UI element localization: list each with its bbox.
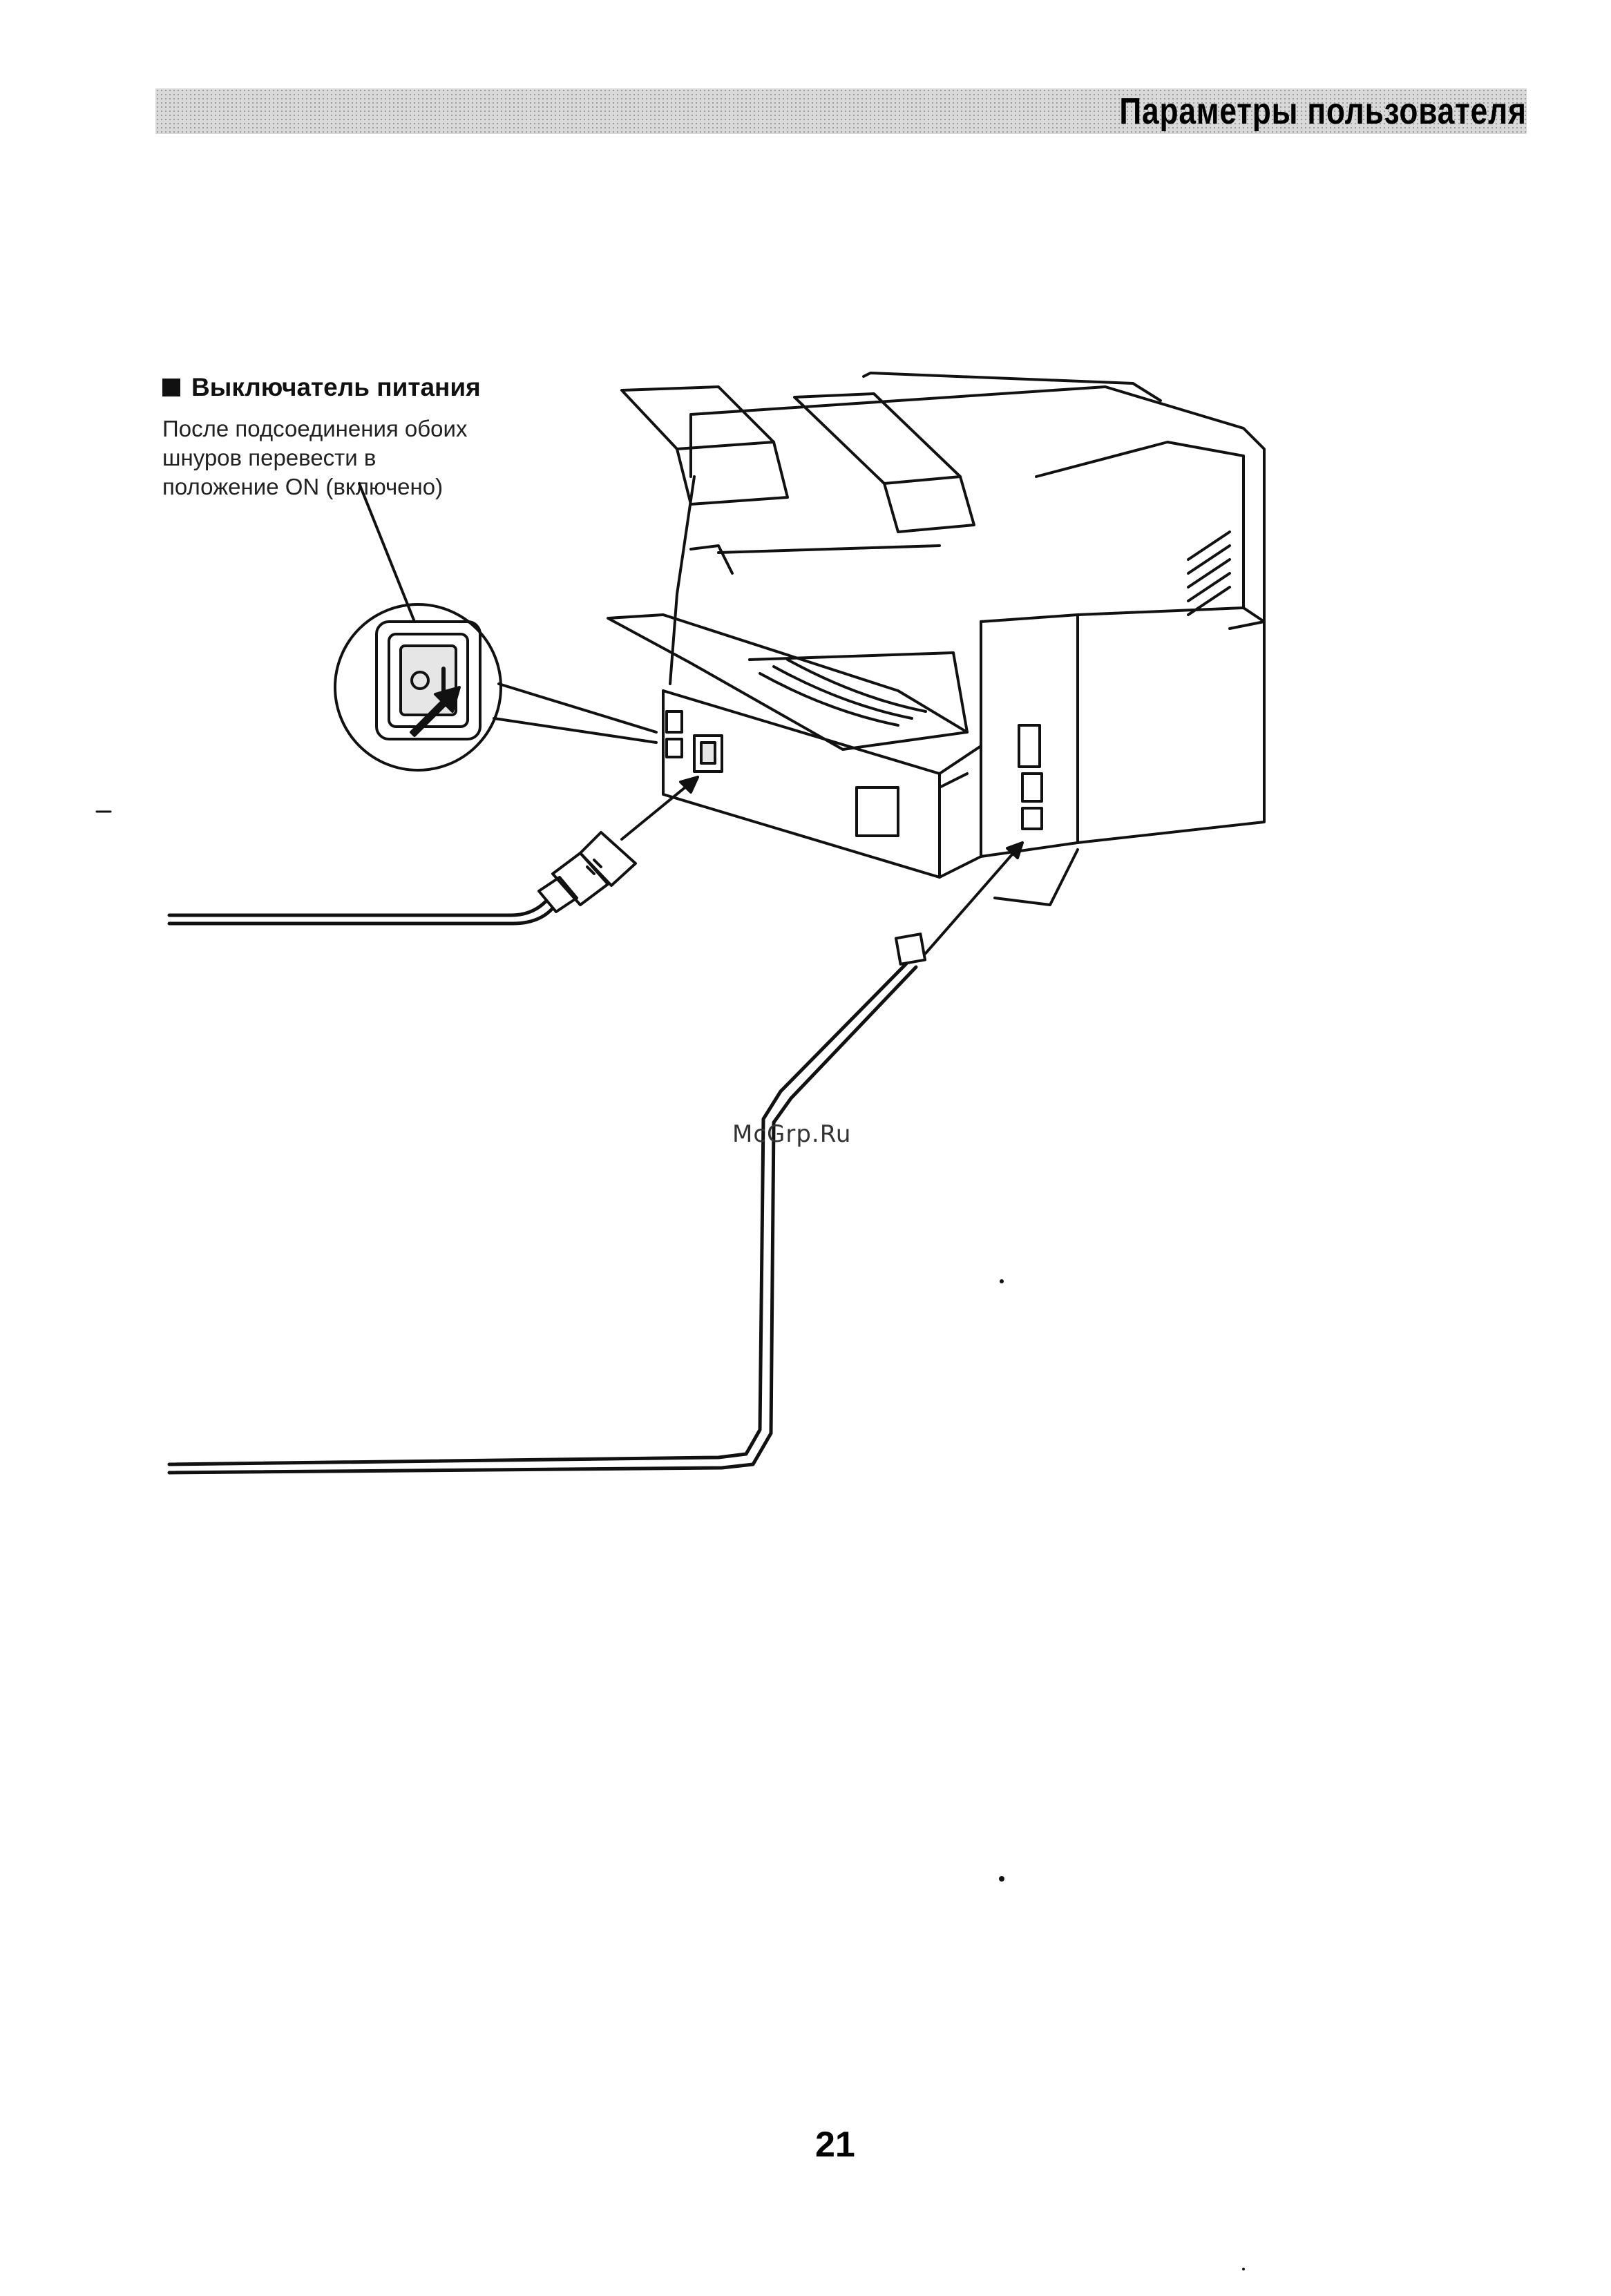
printer-icon xyxy=(608,373,1264,905)
watermark: McGrp.Ru xyxy=(732,1120,851,1148)
telephone-jack-icon xyxy=(169,934,925,1473)
power-switch-icon xyxy=(335,604,656,770)
power-plug-icon xyxy=(169,832,636,924)
page-number: 21 xyxy=(815,2124,855,2165)
callout-leader-line xyxy=(359,484,414,622)
